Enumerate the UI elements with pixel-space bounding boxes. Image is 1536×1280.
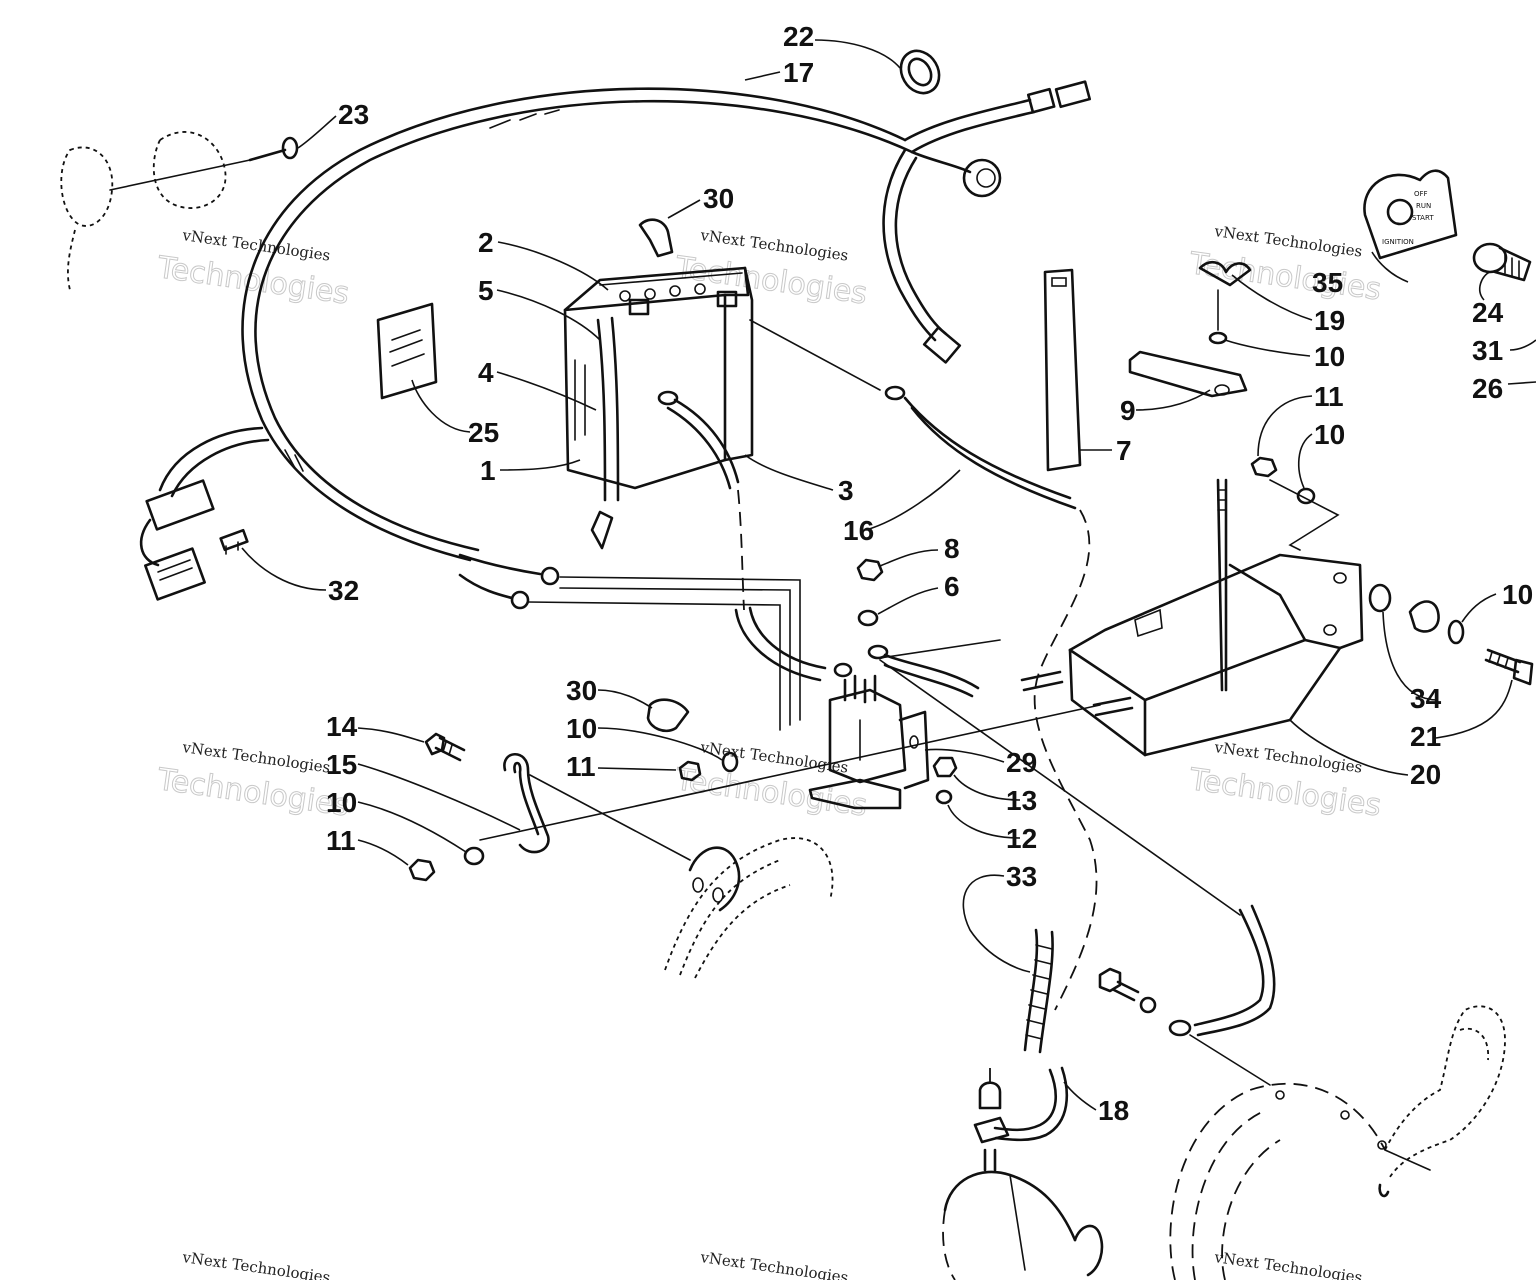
- engine-ground-hardware: [1098, 904, 1276, 1086]
- warning-decal: [376, 302, 438, 400]
- callout-label: 15: [326, 749, 357, 780]
- callout-label: 10: [566, 713, 597, 744]
- engine-housing: [1169, 1005, 1506, 1280]
- battery-strap: [1043, 268, 1082, 472]
- callout-labels: 22 17 23 30 2 5 4 25 1 3 16 32 35 19 10 …: [326, 21, 1533, 1126]
- screw-and-panel: [60, 131, 299, 291]
- callout-label: 10: [326, 787, 357, 818]
- svg-text:OFF: OFF: [1414, 190, 1428, 198]
- watermark: Technologies vNext Technologies: [672, 738, 870, 824]
- callout-label: 11: [326, 825, 356, 856]
- battery-tray: [1020, 553, 1364, 757]
- fuse: [219, 528, 249, 555]
- engine-mount: [664, 837, 834, 979]
- ground-cable: [749, 319, 1098, 1011]
- callout-label: 32: [328, 575, 359, 606]
- callout-label: 21: [1410, 721, 1441, 752]
- callout-label: 17: [783, 57, 814, 88]
- ground-strap-hardware: [408, 732, 691, 882]
- callout-label: 3: [838, 475, 854, 506]
- callout-label: 22: [783, 21, 814, 52]
- callout-label: 30: [703, 183, 734, 214]
- callout-label: 1: [480, 455, 496, 486]
- callout-label: 2: [478, 227, 494, 258]
- callout-label: 12: [1006, 823, 1037, 854]
- callout-label: 14: [326, 711, 358, 742]
- callout-label: 6: [944, 571, 960, 602]
- key-switch: [1472, 242, 1532, 282]
- callout-label: 30: [566, 675, 597, 706]
- callout-label: 8: [944, 533, 960, 564]
- callout-label: 24: [1472, 297, 1504, 328]
- tray-mount-hardware: [1368, 583, 1534, 686]
- callout-label: 29: [1006, 747, 1037, 778]
- svg-text:vNext Technologies: vNext Technologies: [698, 1248, 849, 1280]
- watermark: vNext Technologies: [180, 1248, 331, 1280]
- leader-lines: [241, 39, 1536, 1111]
- solenoid-jumper: [867, 644, 1241, 916]
- terminal-boot: [638, 218, 674, 258]
- callout-label: 23: [338, 99, 369, 130]
- ignition-decal: OFF RUN START IGNITION: [1363, 169, 1458, 260]
- callout-label: 7: [1116, 435, 1132, 466]
- nut-and-washer: [1250, 456, 1340, 551]
- watermark: Technologies vNext Technologies: [154, 226, 352, 312]
- callout-label: 19: [1314, 305, 1345, 336]
- wire-conduit: [1023, 928, 1054, 1054]
- wiring-harness: [139, 80, 1092, 731]
- lower-boot-and-nuts: [646, 698, 739, 782]
- callout-label: 18: [1098, 1095, 1129, 1126]
- callout-label: 26: [1472, 373, 1503, 404]
- watermark: vNext Technologies: [1212, 1248, 1363, 1280]
- callout-label: 11: [566, 751, 596, 782]
- frame-rail: [479, 639, 1101, 841]
- callout-label: 5: [478, 275, 494, 306]
- callout-label: 9: [1120, 395, 1136, 426]
- callout-label: 20: [1410, 759, 1441, 790]
- callout-label: 16: [843, 515, 874, 546]
- positive-cable: [657, 390, 853, 682]
- wing-nut-and-rod: [1198, 260, 1252, 692]
- watermark: vNext Technologies: [698, 1248, 849, 1280]
- callout-label: 10: [1502, 579, 1533, 610]
- callout-label: 11: [1314, 381, 1344, 412]
- watermark: Technologies vNext Technologies: [154, 738, 352, 824]
- svg-text:START: START: [1412, 214, 1434, 222]
- harness-clamp: [899, 49, 941, 95]
- callout-label: 4: [478, 357, 494, 388]
- battery: [563, 266, 754, 550]
- callout-label: 10: [1314, 419, 1345, 450]
- starter-motor: [942, 1170, 1104, 1280]
- ground-cable-lower: [973, 1066, 1069, 1172]
- callout-label: 35: [1312, 267, 1343, 298]
- hold-down-bracket: [1128, 350, 1248, 398]
- svg-text:vNext Technologies: vNext Technologies: [1212, 1248, 1363, 1280]
- svg-text:RUN: RUN: [1416, 202, 1431, 210]
- starter-solenoid: [808, 674, 930, 810]
- callout-label: 25: [468, 417, 499, 448]
- terminal-nut: [856, 558, 884, 627]
- callout-label: 10: [1314, 341, 1345, 372]
- watermark: Technologies vNext Technologies: [1186, 738, 1384, 824]
- callout-label: 34: [1410, 683, 1442, 714]
- callout-label: 13: [1006, 785, 1037, 816]
- callout-label: 33: [1006, 861, 1037, 892]
- callout-label: 31: [1472, 335, 1503, 366]
- svg-text:IGNITION: IGNITION: [1382, 238, 1414, 246]
- svg-text:vNext Technologies: vNext Technologies: [180, 1248, 331, 1280]
- solenoid-nuts: [932, 756, 958, 805]
